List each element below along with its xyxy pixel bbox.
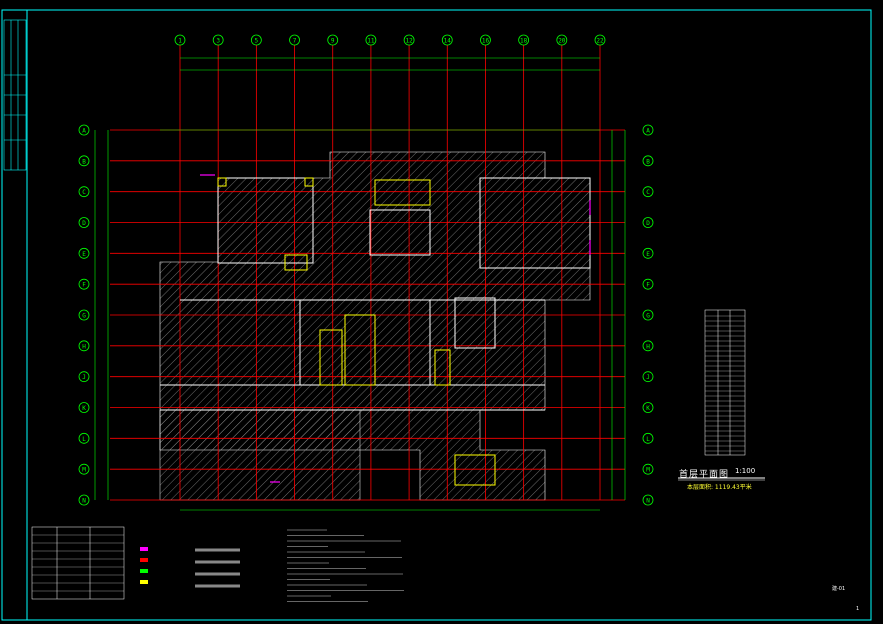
axis-label: H (82, 343, 86, 350)
axis-label: M (646, 467, 650, 474)
axis-bubble (642, 402, 654, 413)
axis-bubble (642, 186, 654, 198)
axis-bubble (594, 34, 606, 46)
axis-bubbles-left: A B C D E F G H J K L M N (78, 124, 90, 506)
axis-bubble (556, 34, 568, 46)
axis-label: F (646, 282, 650, 289)
axis-label: N (646, 498, 650, 505)
axis-bubbles-right: A B C D E F G H J K L M N (642, 124, 654, 506)
axis-bubble (441, 34, 453, 46)
axis-bubble (642, 432, 654, 444)
axis-grid-vertical (179, 45, 601, 500)
legend (140, 547, 240, 588)
axis-label: G (646, 313, 650, 320)
magenta-accents (200, 174, 591, 483)
axis-bubble (78, 247, 90, 259)
axis-bubble (642, 494, 654, 506)
sheet-number: 建-01 (832, 586, 846, 592)
axis-label: B (82, 158, 86, 165)
axis-bubble (78, 309, 90, 321)
axis-bubble (78, 217, 90, 228)
axis-bubble (78, 494, 90, 506)
axis-bubble (642, 371, 654, 383)
axis-bubble (250, 34, 262, 46)
axis-label: N (82, 498, 86, 505)
axis-label: D (646, 220, 650, 227)
axis-bubble (174, 34, 186, 46)
axis-label: 5 (255, 38, 259, 45)
axis-bubble (78, 186, 90, 198)
axis-label: 20 (558, 38, 566, 45)
axis-label: 14 (444, 38, 452, 45)
axis-bubble (642, 340, 654, 352)
axis-bubble (289, 34, 300, 46)
axis-label: D (82, 220, 86, 227)
axis-label: 16 (482, 38, 490, 45)
info-table (31, 526, 125, 600)
axis-label: K (82, 405, 86, 412)
axis-bubble (365, 34, 377, 46)
axis-bubble (78, 155, 90, 167)
axis-label: A (82, 128, 86, 135)
axis-label: M (82, 467, 86, 474)
axis-bubble (78, 402, 90, 413)
axis-label: 22 (596, 38, 604, 45)
axis-label: J (82, 374, 86, 381)
interior-walls (160, 177, 591, 411)
axis-bubble (212, 34, 224, 46)
axis-bubble (78, 432, 90, 444)
axis-label: L (646, 436, 650, 443)
axis-bubble (642, 463, 654, 475)
axis-bubble (642, 155, 654, 167)
axis-label: 11 (367, 38, 375, 45)
drawing-title: 首层平面图 (679, 470, 730, 480)
axis-label: G (82, 313, 86, 320)
axis-bubble (642, 217, 654, 228)
axis-bubble (480, 34, 491, 46)
axis-bubble (642, 278, 654, 290)
axis-bubble (327, 34, 339, 46)
axis-bubble (78, 371, 90, 383)
axis-bubble (78, 463, 90, 475)
axis-label: C (82, 189, 86, 196)
axis-bubble (642, 309, 654, 321)
axis-label: A (646, 128, 650, 135)
axis-bubble (642, 124, 654, 136)
axis-bubble (642, 247, 654, 259)
axis-label: B (646, 158, 650, 165)
axis-label: 12 (405, 38, 413, 45)
axis-grid-horizontal (110, 129, 625, 501)
axis-label: L (82, 436, 86, 443)
dimension-lines (94, 57, 626, 511)
axis-bubble (78, 340, 90, 352)
axis-label: E (82, 251, 86, 258)
axis-label: 18 (520, 38, 528, 45)
axis-label: H (646, 343, 650, 350)
axis-label: 9 (331, 38, 335, 45)
drawing-scale: 1:100 (735, 467, 756, 475)
page-number: 1 (856, 606, 860, 612)
general-notes (287, 529, 404, 602)
axis-label: 1 (178, 38, 182, 45)
axis-label: C (646, 189, 650, 196)
schedule-table (704, 309, 746, 456)
column-highlights (217, 177, 496, 486)
sheet-frame (1, 9, 872, 621)
axis-bubble (518, 34, 530, 46)
axis-bubbles-top: 1 3 5 7 9 11 12 14 16 18 20 22 (174, 34, 606, 46)
axis-label: K (646, 405, 650, 412)
axis-label: F (82, 282, 86, 289)
floor-area-note: 本层面积: 1119.43平米 (687, 484, 752, 491)
axis-bubble (78, 124, 90, 136)
axis-label: 3 (216, 38, 220, 45)
axis-bubble (78, 278, 90, 290)
axis-label: 7 (293, 38, 297, 45)
axis-label: J (646, 374, 650, 381)
axis-bubble (403, 34, 415, 46)
binding-strip (3, 19, 27, 171)
axis-label: E (646, 251, 650, 258)
